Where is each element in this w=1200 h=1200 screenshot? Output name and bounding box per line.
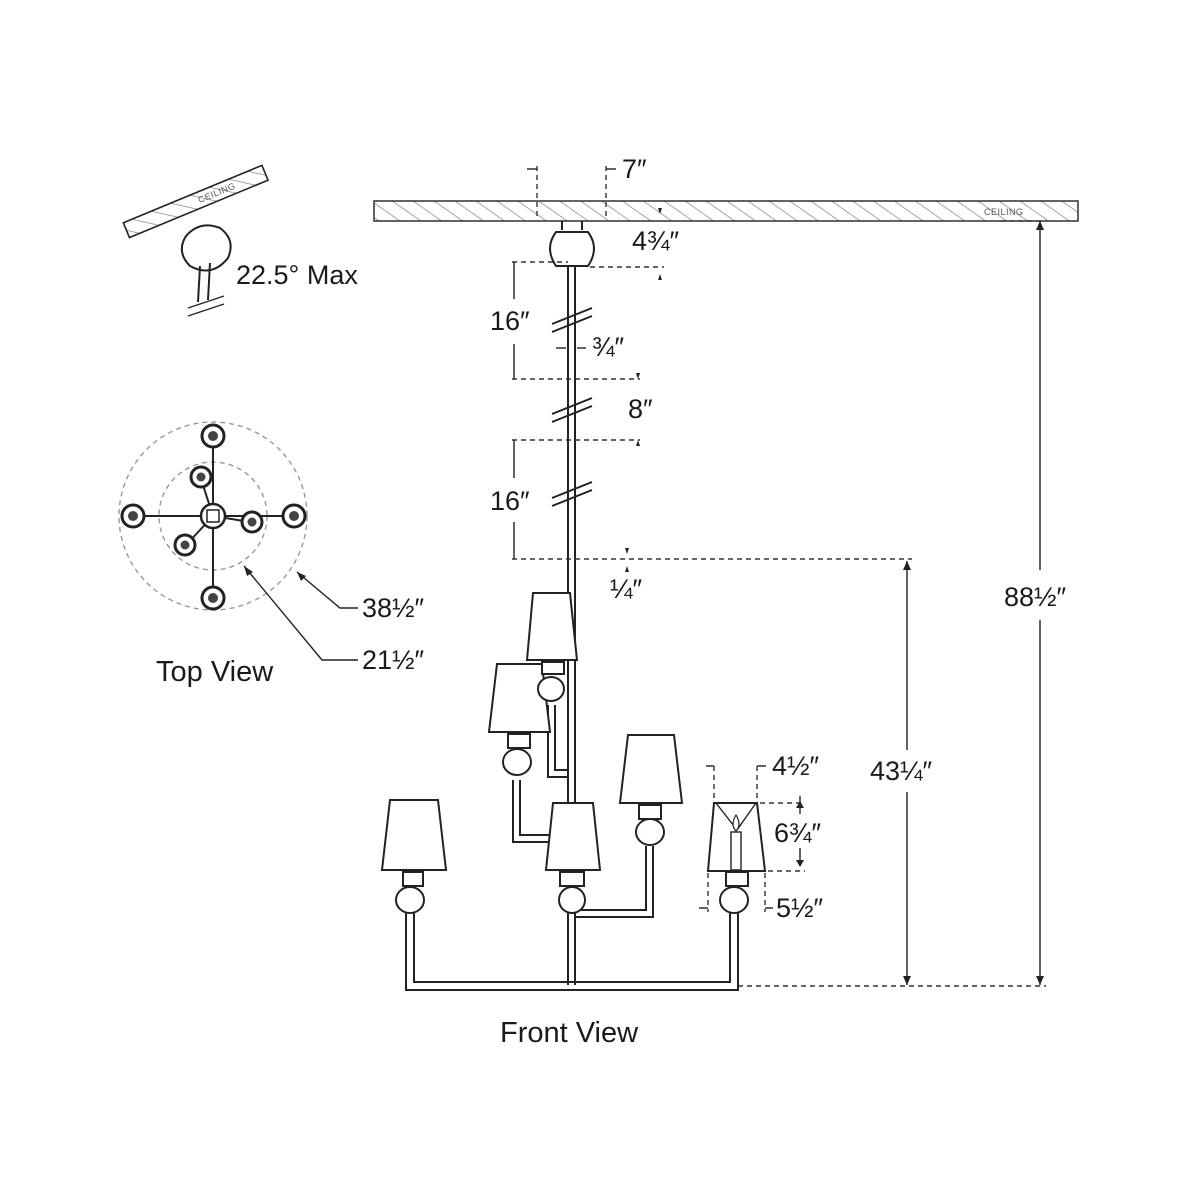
lamp-shade xyxy=(525,592,579,661)
top-view: 38½″ 21½″ Top View xyxy=(118,421,425,688)
front-view: CEILING 7″ 4¾″ xyxy=(373,154,1079,1049)
lamp-right xyxy=(706,802,767,914)
canopy-width-dimension: 7″ xyxy=(527,154,647,220)
shade-dimensions: 4½″ 6¾″ 5½″ xyxy=(699,751,824,923)
rod-diameter-dimension: ¾″ xyxy=(556,332,625,362)
ceiling-slab xyxy=(373,200,1079,222)
lamp-center xyxy=(544,802,602,914)
canopy xyxy=(549,231,595,267)
rod-mid-dimension: 8″ xyxy=(512,373,653,446)
shade-bottom-width-label: 5½″ xyxy=(776,893,824,923)
canopy-width-label: 7″ xyxy=(622,154,647,184)
lamp-top xyxy=(525,592,579,702)
overall-height-label: 88½″ xyxy=(1004,582,1067,612)
lamp-shade xyxy=(487,663,552,733)
inner-diameter-label: 21½″ xyxy=(362,645,425,675)
lamp-upper-left xyxy=(487,663,552,776)
top-view-lamp xyxy=(189,465,213,489)
lamp-shade xyxy=(380,799,448,871)
shade-top-width-label: 4½″ xyxy=(772,751,820,781)
front-view-caption: Front View xyxy=(500,1017,639,1049)
outer-diameter-label: 38½″ xyxy=(362,593,425,623)
lamp-shade xyxy=(544,802,602,871)
lamp-right-center xyxy=(618,734,684,846)
ceiling-label: CEILING xyxy=(984,207,1024,217)
rod-gap-label: ¼″ xyxy=(610,574,643,604)
top-view-lamp xyxy=(120,503,146,529)
canopy-height-dimension: 4¾″ xyxy=(590,208,680,280)
rod-mid-label: 8″ xyxy=(628,394,653,424)
rod-bottom-dimension: 16″ xyxy=(490,440,912,560)
top-view-lamp xyxy=(281,503,307,529)
top-view-lamp xyxy=(200,423,226,449)
fixture-height-dimension: 43¼″ xyxy=(738,561,1046,987)
top-view-hub xyxy=(199,502,227,530)
rod-bottom-label: 16″ xyxy=(490,486,530,516)
candle xyxy=(730,831,742,871)
top-view-caption: Top View xyxy=(156,656,274,688)
top-view-lamp xyxy=(173,533,197,557)
top-view-lamp xyxy=(240,510,264,534)
candle-flame xyxy=(732,813,740,832)
sloped-ceiling-detail: CEILING 22.5° Max xyxy=(122,164,358,317)
top-view-lamp xyxy=(200,585,226,611)
fixture-height-label: 43¼″ xyxy=(870,756,933,786)
canopy-height-label: 4¾″ xyxy=(632,226,680,256)
rod-top-dimension: 16″ xyxy=(490,261,640,380)
sloped-ceiling-slab xyxy=(122,164,270,239)
rod-diameter-label: ¾″ xyxy=(592,332,625,362)
rod-gap-dimension: ¼″ xyxy=(610,548,643,604)
shade-height-label: 6¾″ xyxy=(774,818,822,848)
lamp-left xyxy=(380,799,448,914)
stem-break-marks xyxy=(551,307,593,507)
slope-max-label: 22.5° Max xyxy=(236,260,358,290)
sloped-canopy xyxy=(180,224,232,272)
rod-top-label: 16″ xyxy=(490,306,530,336)
lamp-shade xyxy=(618,734,684,804)
overall-height-dimension: 88½″ xyxy=(1000,220,1067,985)
